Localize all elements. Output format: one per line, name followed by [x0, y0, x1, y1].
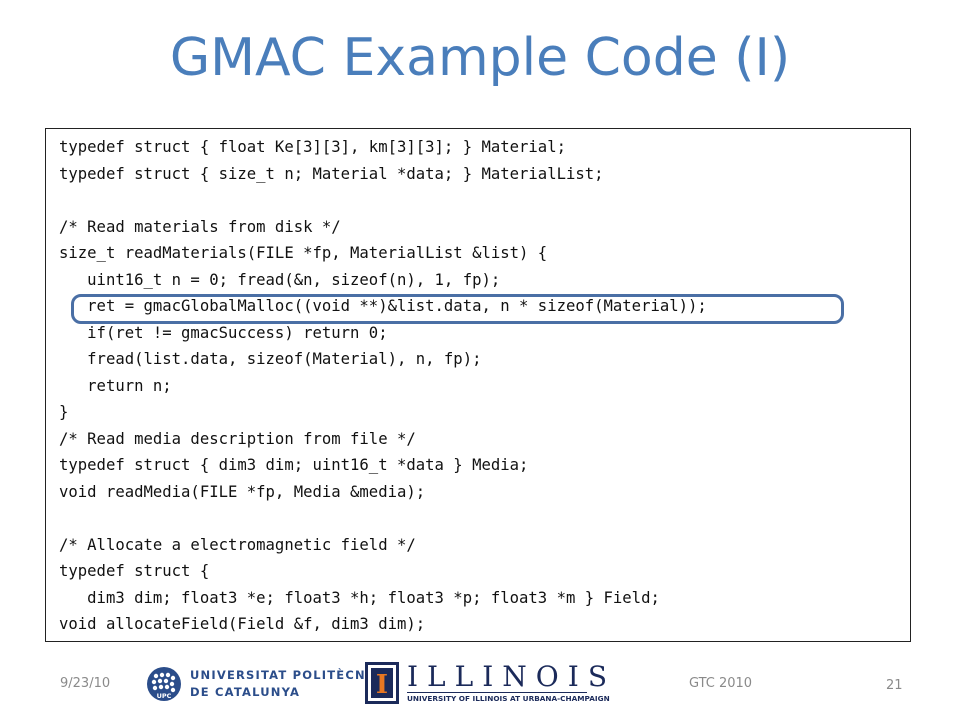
code-line: ret = gmacGlobalMalloc((void **)&list.da…: [59, 297, 707, 315]
upc-name-line2: DE CATALUNYA: [190, 685, 301, 699]
code-line: size_t readMaterials(FILE *fp, MaterialL…: [59, 244, 548, 262]
slide-title: GMAC Example Code (I): [169, 28, 791, 88]
code-block: typedef struct { float Ke[3][3], km[3][3…: [59, 134, 909, 638]
code-line: typedef struct { float Ke[3][3], km[3][3…: [59, 138, 566, 156]
illinois-logo: I ILLINOIS UNIVERSITY OF ILLINOIS AT URB…: [365, 660, 610, 706]
code-line: typedef struct { size_t n; Material *dat…: [59, 164, 604, 183]
code-line: [59, 187, 909, 214]
illinois-rule: [407, 692, 587, 693]
upc-logo: UPC UNIVERSITAT POLITÈCNICA DE CATALUNYA: [146, 663, 390, 705]
page-number: 21: [886, 678, 903, 693]
code-line: }: [59, 403, 69, 421]
svg-text:I: I: [376, 670, 388, 700]
code-line: /* Read materials from disk */: [59, 217, 341, 236]
code-line: dim3 dim; float3 *e; float3 *h; float3 *…: [59, 588, 660, 607]
code-line: typedef struct { dim3 dim; uint16_t *dat…: [59, 456, 529, 474]
code-line: void readMedia(FILE *fp, Media &media);: [59, 482, 426, 501]
illinois-subtitle: UNIVERSITY OF ILLINOIS AT URBANA-CHAMPAI…: [407, 694, 610, 703]
upc-name-line1: UNIVERSITAT POLITÈCNICA: [190, 668, 392, 682]
code-line: /* Read media description from file */: [59, 429, 416, 448]
code-line: return n;: [59, 376, 172, 395]
code-line: void allocateField(Field &f, dim3 dim);: [59, 615, 426, 633]
code-line: [59, 505, 909, 532]
code-line: if(ret != gmacSuccess) return 0;: [59, 323, 388, 342]
code-line: uint16_t n = 0; fread(&n, sizeof(n), 1, …: [59, 270, 501, 289]
illinois-block-i-icon: I: [365, 662, 399, 704]
footer-date: 9/23/10: [60, 676, 111, 691]
upc-dots-icon: UPC: [147, 667, 181, 701]
code-line: fread(list.data, sizeof(Material), n, fp…: [59, 350, 482, 368]
footer-conference: GTC 2010: [689, 676, 753, 691]
code-line: typedef struct {: [59, 562, 210, 580]
illinois-wordmark: ILLINOIS: [407, 660, 617, 693]
highlight-box: [71, 294, 844, 324]
code-line: /* Allocate a electromagnetic field */: [59, 535, 416, 554]
svg-text:UPC: UPC: [157, 692, 172, 700]
code-box: [45, 128, 911, 642]
